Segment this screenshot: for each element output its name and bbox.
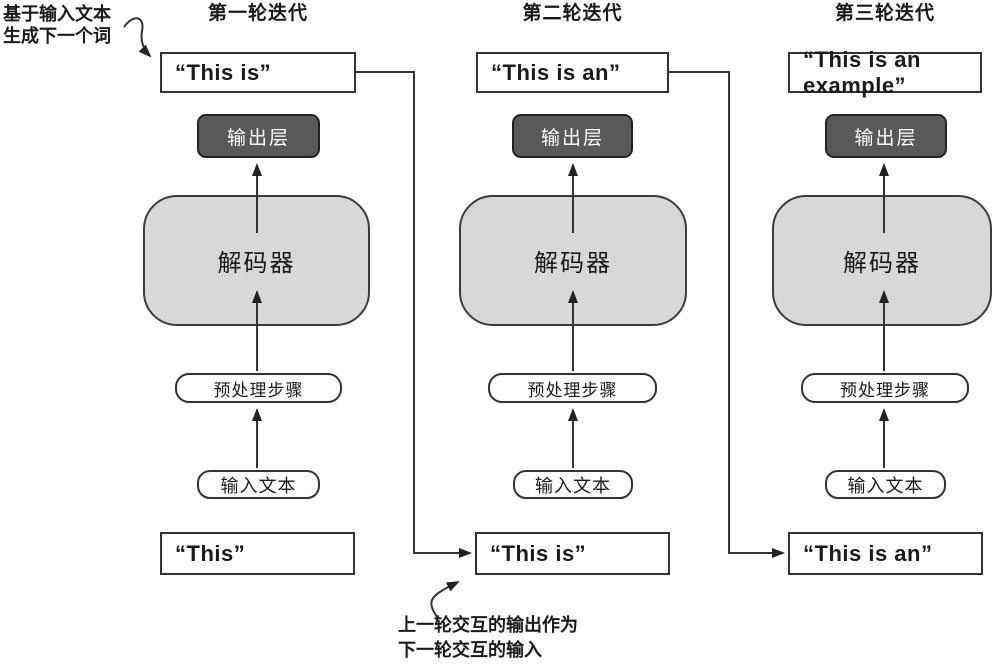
annotation-top-left: 基于输入文本 生成下一个词 [3, 3, 111, 47]
input-text-label-box-3: 输入文本 [825, 470, 946, 499]
input-text-label-box-2: 输入文本 [513, 470, 633, 499]
input-text-label-box-1: 输入文本 [197, 470, 320, 499]
generated-text-box-3: “This is an example” [788, 47, 982, 98]
input-text-box-2: “This is” [475, 532, 670, 575]
output-layer-box-3: 输出层 [825, 114, 947, 158]
annotation-bottom-line2: 下一轮交互的输入 [398, 640, 542, 660]
decoder-box-2: 解码器 [459, 195, 687, 326]
annotation-top-left-line2: 生成下一个词 [3, 26, 111, 46]
output-layer-box-1: 输出层 [197, 114, 320, 158]
preprocess-box-1: 预处理步骤 [175, 373, 342, 403]
annotation-bottom: 上一轮交互的输出作为 下一轮交互的输入 [398, 613, 578, 663]
annotation-arrow-top-left [123, 17, 152, 58]
annotation-arrow-bottom [430, 581, 460, 618]
output-layer-box-2: 输出层 [512, 114, 633, 158]
column-1-header: 第一轮迭代 [207, 3, 308, 24]
decoder-box-1: 解码器 [143, 195, 370, 326]
decoder-box-3: 解码器 [772, 195, 992, 326]
annotation-bottom-line1: 上一轮交互的输出作为 [398, 615, 578, 635]
connector-col2-to-col3 [669, 71, 785, 558]
input-text-box-3: “This is an” [788, 532, 983, 575]
generated-text-box-1: “This is” [160, 52, 356, 93]
input-text-box-1: “This” [160, 532, 355, 575]
column-3-header: 第三轮迭代 [834, 3, 935, 24]
generated-text-box-2: “This is an” [476, 52, 669, 93]
preprocess-box-2: 预处理步骤 [488, 373, 657, 403]
preprocess-box-3: 预处理步骤 [801, 373, 969, 403]
annotation-top-left-line1: 基于输入文本 [3, 4, 111, 24]
connector-col1-to-col2 [356, 71, 472, 558]
column-2-header: 第二轮迭代 [522, 3, 623, 24]
